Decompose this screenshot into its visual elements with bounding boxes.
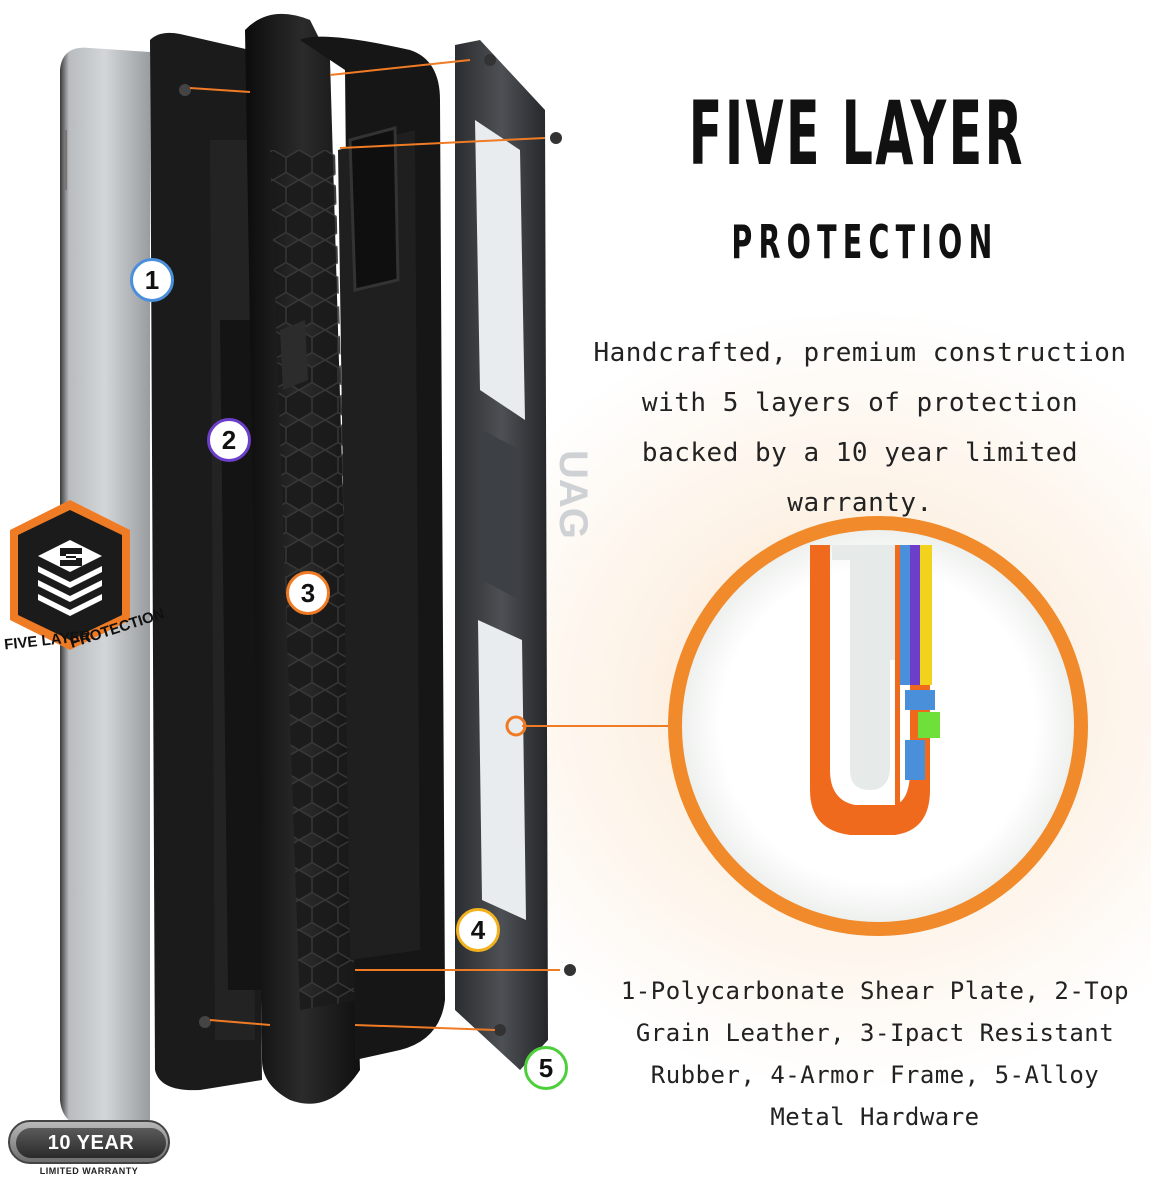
description: Handcrafted, premium construction with 5… [593,338,1127,518]
marker-2: 2 [207,418,251,462]
detail-anchor-ring [505,715,527,737]
marker-3: 3 [286,571,330,615]
assembly-guide-lines [189,59,680,1031]
frame-logo: UAG [551,450,595,539]
subheadline: PROTECTION [731,215,999,269]
five-layer-badge [10,500,130,650]
layer-5-hardware [484,54,576,1036]
warranty-subtitle: LIMITED WARRANTY [39,1166,139,1176]
warranty-pill: 10 YEAR [8,1120,170,1164]
layer-4-armor-frame: UAG [455,40,595,1070]
warranty-title: 10 YEAR [16,1128,166,1158]
cross-section-detail [668,516,1088,936]
marker-4: 4 [456,908,500,952]
warranty-badge: 10 YEAR LIMITED WARRANTY [8,1120,170,1176]
layers-caption: 1-Polycarbonate Shear Plate, 2-Top Grain… [620,977,1130,1131]
marker-5: 5 [524,1046,568,1090]
headline: FIVE LAYER [688,82,1025,185]
marker-1: 1 [130,258,174,302]
layer-3-rubber-bumper [245,13,445,1104]
